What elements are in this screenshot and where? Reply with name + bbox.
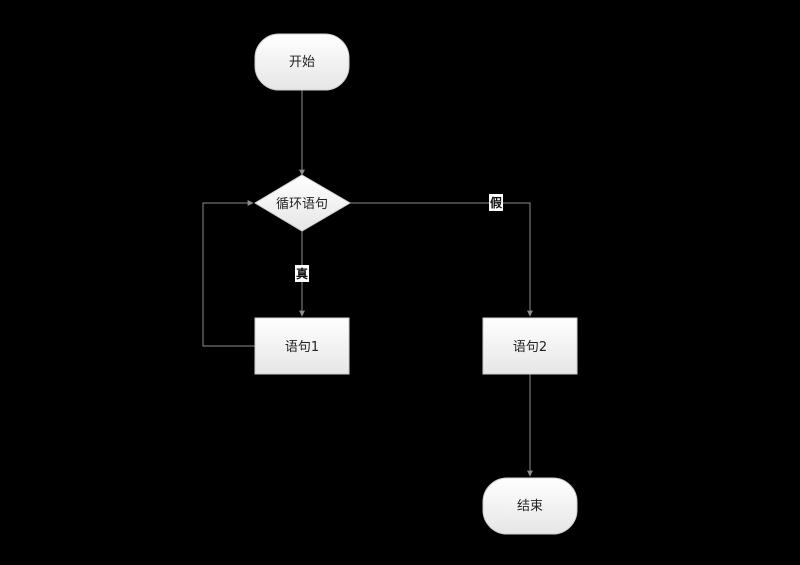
node-loop-label: 循环语句 — [276, 197, 328, 212]
node-start-label: 开始 — [289, 55, 315, 70]
node-start[interactable]: 开始 — [254, 33, 350, 91]
node-stmt1-label: 语句1 — [285, 340, 319, 355]
edge-label-true: 真 — [295, 265, 309, 282]
node-end[interactable]: 结束 — [482, 477, 578, 535]
node-end-label: 结束 — [517, 499, 543, 514]
node-stmt2[interactable]: 语句2 — [482, 317, 578, 375]
node-stmt2-label: 语句2 — [513, 340, 547, 355]
edge-loop-to-stmt2 — [350, 202, 533, 317]
edge-stmt1-to-loop — [202, 200, 255, 347]
edge-label-false: 假 — [489, 194, 503, 211]
node-stmt1[interactable]: 语句1 — [254, 317, 350, 375]
node-loop-decision[interactable]: 循环语句 — [254, 174, 351, 232]
edge-label-false-text: 假 — [490, 195, 503, 210]
edge-label-true-text: 真 — [296, 266, 308, 281]
